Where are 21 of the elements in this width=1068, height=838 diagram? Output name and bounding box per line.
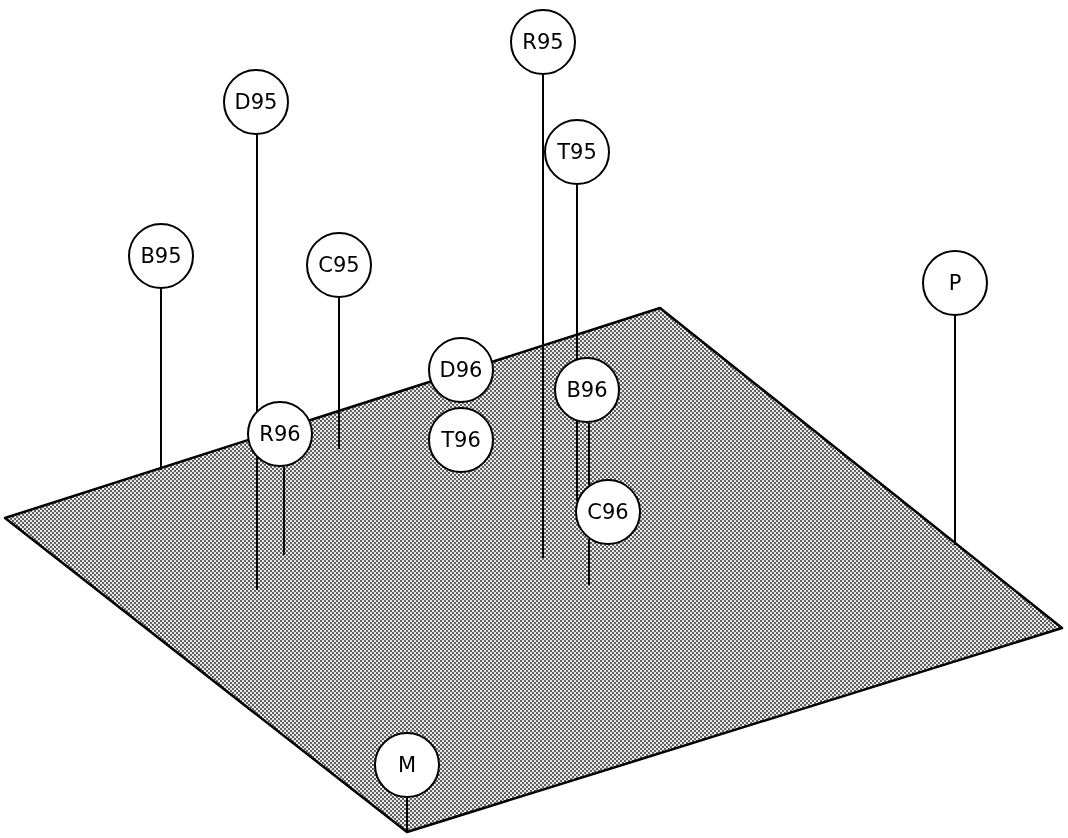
circle-label: R95 <box>522 31 564 53</box>
leader-line <box>954 315 956 546</box>
leader-line <box>588 421 590 486</box>
circle-label: D96 <box>439 359 483 381</box>
leader-line <box>588 538 590 586</box>
circle-label: T96 <box>441 429 481 451</box>
leader-line <box>338 297 340 450</box>
leader-line <box>542 74 544 559</box>
circle-label: T95 <box>557 141 597 163</box>
circle-label: C95 <box>318 254 360 276</box>
circle-label: B96 <box>566 379 608 401</box>
leader-line <box>283 465 285 556</box>
circle-label: R96 <box>259 423 301 445</box>
leader-line <box>160 288 162 471</box>
circle-label: P <box>948 272 962 294</box>
circle-label: C96 <box>587 501 629 523</box>
circle-label: D95 <box>234 91 278 113</box>
circle-label: B95 <box>140 245 182 267</box>
leader-line <box>406 797 408 833</box>
leader-line <box>256 134 258 591</box>
circle-label: M <box>397 754 417 776</box>
